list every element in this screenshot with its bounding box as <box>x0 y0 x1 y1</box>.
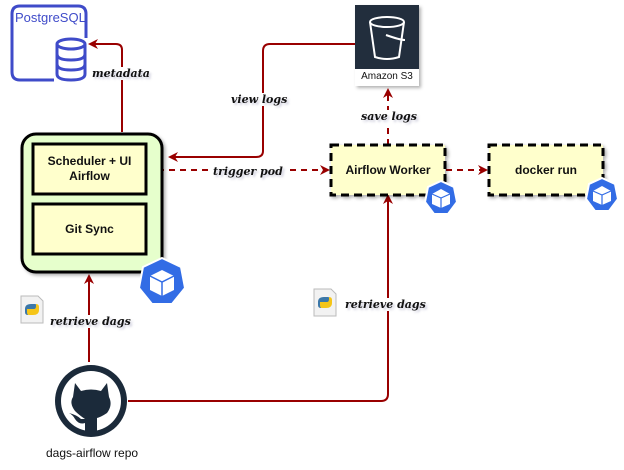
edge-label-trigger-pod: trigger pod <box>211 165 285 178</box>
kubernetes-pod-icon <box>137 256 187 305</box>
docker-run-node[interactable] <box>487 143 605 197</box>
postgres-node[interactable] <box>10 4 88 82</box>
postgres-frame <box>10 4 88 82</box>
edge-label-metadata: metadata <box>90 67 152 80</box>
scheduler-label-line1: Scheduler + UI <box>47 154 132 168</box>
edge-label-save-logs: save logs <box>359 110 419 123</box>
database-icon <box>55 37 87 82</box>
s3-bucket-icon <box>369 16 406 60</box>
git-sync-label: Git Sync <box>65 221 114 236</box>
scheduler-label-line2: Airflow <box>69 169 110 183</box>
docker-label: docker run <box>514 162 577 177</box>
repo-label: dags-airflow repo <box>46 446 139 460</box>
edge-metadata <box>88 39 123 132</box>
s3-node[interactable] <box>355 5 419 86</box>
airflow-worker-node[interactable] <box>329 143 447 197</box>
worker-label: Airflow Worker <box>345 162 431 177</box>
postgres-label: PostgreSQL <box>15 10 86 25</box>
kubernetes-pod-icon <box>584 176 620 212</box>
python-file-icon <box>313 288 337 317</box>
python-file-icon <box>20 295 44 324</box>
kubernetes-pod-icon <box>423 179 459 215</box>
edge-label-view-logs: view logs <box>229 93 290 106</box>
edge-label-retrieve-dags-scheduler: retrieve dags <box>48 315 133 328</box>
scheduler-label: Scheduler + UI Airflow <box>33 144 146 194</box>
s3-label: Amazon S3 <box>361 71 413 82</box>
git-sync-container[interactable] <box>31 202 148 256</box>
scheduler-pod[interactable] <box>20 132 164 274</box>
edge-label-retrieve-dags-worker: retrieve dags <box>343 298 428 311</box>
github-icon[interactable] <box>55 365 127 437</box>
scheduler-container[interactable] <box>31 142 148 196</box>
edge-retrieve-dags-worker <box>128 194 393 402</box>
